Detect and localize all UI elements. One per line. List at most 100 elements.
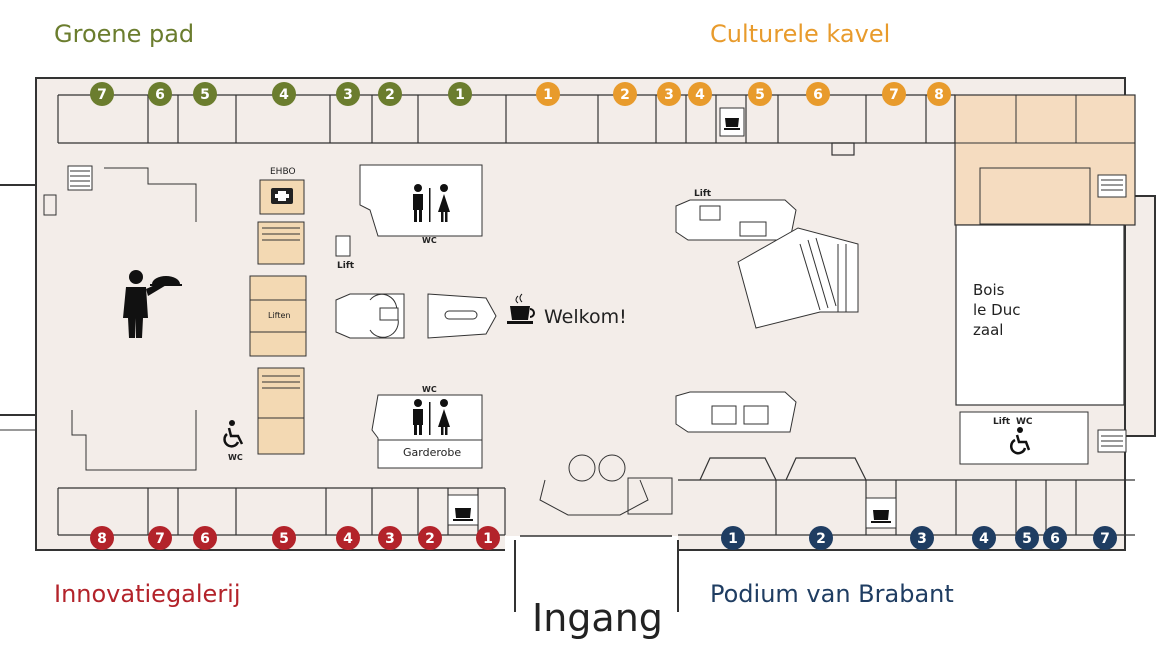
zone-title-podium-van-brabant: Podium van Brabant (710, 580, 954, 608)
wheelchair-icon (223, 420, 244, 448)
zone-title-groene-pad: Groene pad (54, 20, 195, 48)
bois-le-duc-zaal: Bois le Duc zaal (955, 224, 1125, 406)
badge-cultuur-3 (657, 82, 681, 106)
wc-right-label: WC (1016, 417, 1033, 427)
welkom-label: Welkom! (544, 306, 627, 328)
badge-cultuur-7 (882, 82, 906, 106)
badge-label-groen-7: 7 (97, 87, 107, 103)
badge-innov-3 (378, 526, 402, 550)
ehbo-label: EHBO (270, 167, 296, 177)
coffee-icon (719, 107, 745, 137)
info-desk (427, 293, 497, 339)
wheelchair-icon (1010, 427, 1031, 455)
badge-podium-4 (972, 526, 996, 550)
stairs-lift-stack (249, 221, 307, 455)
lift-center-label: Lift (694, 189, 712, 199)
badge-label-innov-7: 7 (155, 531, 165, 547)
badge-cultuur-8 (927, 82, 951, 106)
liften-label: Liften (268, 311, 290, 320)
badge-innov-8 (90, 526, 114, 550)
entrance-label: Ingang (532, 596, 663, 640)
lift-block-bottom (675, 391, 797, 433)
zone-title-innovatiegalerij: Innovatiegalerij (54, 580, 241, 608)
badge-label-groen-5: 5 (200, 87, 210, 103)
badge-label-cultuur-7: 7 (889, 87, 899, 103)
badge-innov-2 (418, 526, 442, 550)
badge-label-innov-1: 1 (483, 531, 493, 547)
escalator (737, 227, 859, 329)
badge-groen-5 (193, 82, 217, 106)
bois-label-3: zaal (973, 321, 1003, 339)
coffee-icon (507, 293, 535, 324)
badge-groen-2 (378, 82, 402, 106)
central-stairs (335, 293, 405, 339)
bois-label-2: le Duc (973, 301, 1020, 319)
badge-podium-2 (809, 526, 833, 550)
badge-label-cultuur-6: 6 (813, 87, 823, 103)
badge-groen-3 (336, 82, 360, 106)
coffee-icon (447, 494, 479, 526)
badge-label-groen-6: 6 (155, 87, 165, 103)
badge-podium-6 (1043, 526, 1067, 550)
stairs-top-left (67, 165, 93, 191)
badge-label-groen-4: 4 (279, 87, 289, 103)
badge-label-cultuur-5: 5 (755, 87, 765, 103)
badge-label-groen-3: 3 (343, 87, 353, 103)
bois-label-1: Bois (973, 281, 1005, 299)
badge-innov-1 (476, 526, 500, 550)
badge-label-podium-1: 1 (728, 531, 738, 547)
zone-title-culturele-kavel: Culturele kavel (710, 20, 891, 48)
garderobe-label: Garderobe (403, 446, 461, 459)
badge-cultuur-1 (536, 82, 560, 106)
badge-cultuur-5 (748, 82, 772, 106)
badge-label-cultuur-4: 4 (695, 87, 705, 103)
badge-label-podium-5: 5 (1022, 531, 1032, 547)
badge-label-podium-7: 7 (1100, 531, 1110, 547)
badge-label-innov-6: 6 (200, 531, 210, 547)
wc-mid-label: WC (422, 385, 437, 394)
coffee-icon (865, 497, 897, 529)
wc-top-label: WC (422, 236, 437, 245)
badge-label-podium-4: 4 (979, 531, 989, 547)
badge-label-innov-8: 8 (97, 531, 107, 547)
badge-groen-4 (272, 82, 296, 106)
badge-label-cultuur-8: 8 (934, 87, 944, 103)
badge-label-cultuur-3: 3 (664, 87, 674, 103)
waiter-icon (123, 270, 182, 338)
badge-label-innov-4: 4 (343, 531, 353, 547)
badge-label-groen-1: 1 (455, 87, 465, 103)
badge-label-cultuur-1: 1 (543, 87, 553, 103)
badge-label-podium-3: 3 (917, 531, 927, 547)
badge-label-groen-2: 2 (385, 87, 395, 103)
wc-garderobe-room (371, 394, 483, 469)
badge-groen-6 (148, 82, 172, 106)
badge-innov-7 (148, 526, 172, 550)
floor-area (0, 77, 1156, 551)
entrance (505, 454, 679, 612)
badge-podium-3 (910, 526, 934, 550)
badge-label-innov-3: 3 (385, 531, 395, 547)
badge-label-podium-6: 6 (1050, 531, 1060, 547)
badge-groen-1 (448, 82, 472, 106)
highlighted-room (954, 94, 1136, 226)
ehbo-room (259, 179, 305, 215)
badge-podium-5 (1015, 526, 1039, 550)
badge-innov-5 (272, 526, 296, 550)
badge-podium-7 (1093, 526, 1117, 550)
wc-left-label: WC (228, 453, 243, 462)
badge-cultuur-2 (613, 82, 637, 106)
badge-label-innov-5: 5 (279, 531, 289, 547)
badge-innov-6 (193, 526, 217, 550)
badge-groen-7 (90, 82, 114, 106)
wc-top-room (359, 164, 483, 237)
badge-innov-4 (336, 526, 360, 550)
badge-label-innov-2: 2 (425, 531, 435, 547)
badge-label-podium-2: 2 (816, 531, 826, 547)
badge-podium-1 (721, 526, 745, 550)
lift-right-label: Lift (993, 417, 1011, 427)
lift-block-top (675, 199, 797, 241)
lift-shaft-left (335, 235, 351, 257)
badge-cultuur-4 (688, 82, 712, 106)
